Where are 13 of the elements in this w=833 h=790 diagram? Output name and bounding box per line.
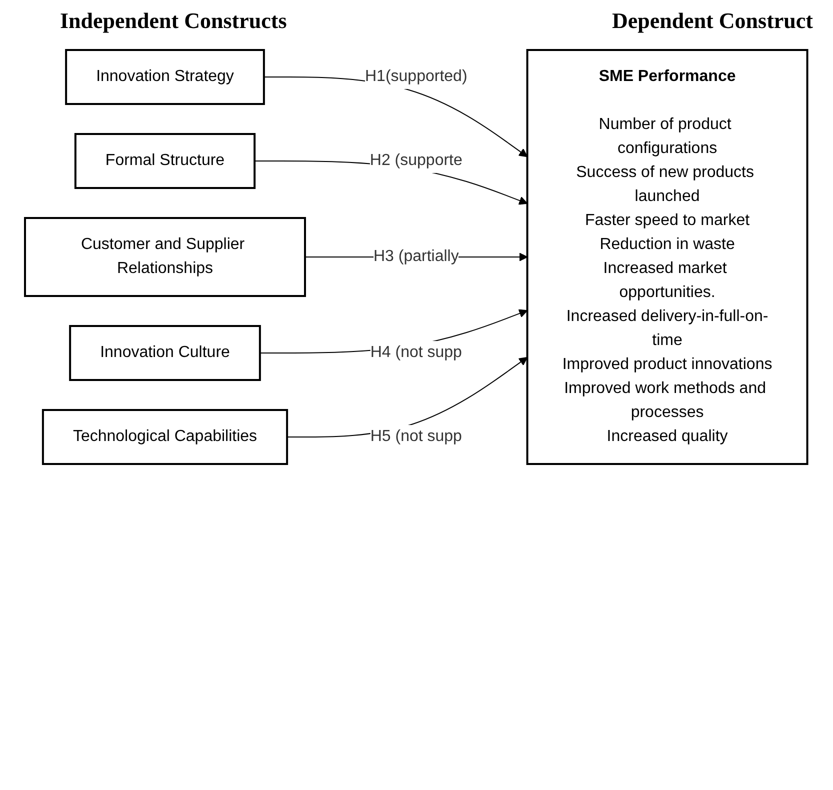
edge-label: H5 (not supp	[370, 428, 462, 445]
column-heading: Dependent Construct	[612, 8, 813, 35]
edge-label: H2 (supporte	[370, 152, 463, 169]
edge-label: H3 (partially	[374, 248, 460, 265]
node-box: Innovation Culture	[69, 325, 262, 381]
edge-label: H1(supported)	[365, 68, 468, 85]
node-box: Formal Structure	[74, 133, 256, 189]
edge-label: H4 (not supp	[370, 344, 462, 361]
node-box: Technological Capabilities	[42, 409, 288, 465]
node-box: Innovation Strategy	[65, 49, 266, 105]
column-heading: Independent Constructs	[60, 8, 287, 35]
node-box: Customer and Supplier Relationships	[24, 217, 306, 297]
node-box: SME Performance Number of product configurations Success of new products launched Faster speed to market Reduction in waste Increased market opportunities. Increased delivery-in-full-on-time Improved product innovations Improved work methods and processes Increased quality	[526, 49, 809, 465]
